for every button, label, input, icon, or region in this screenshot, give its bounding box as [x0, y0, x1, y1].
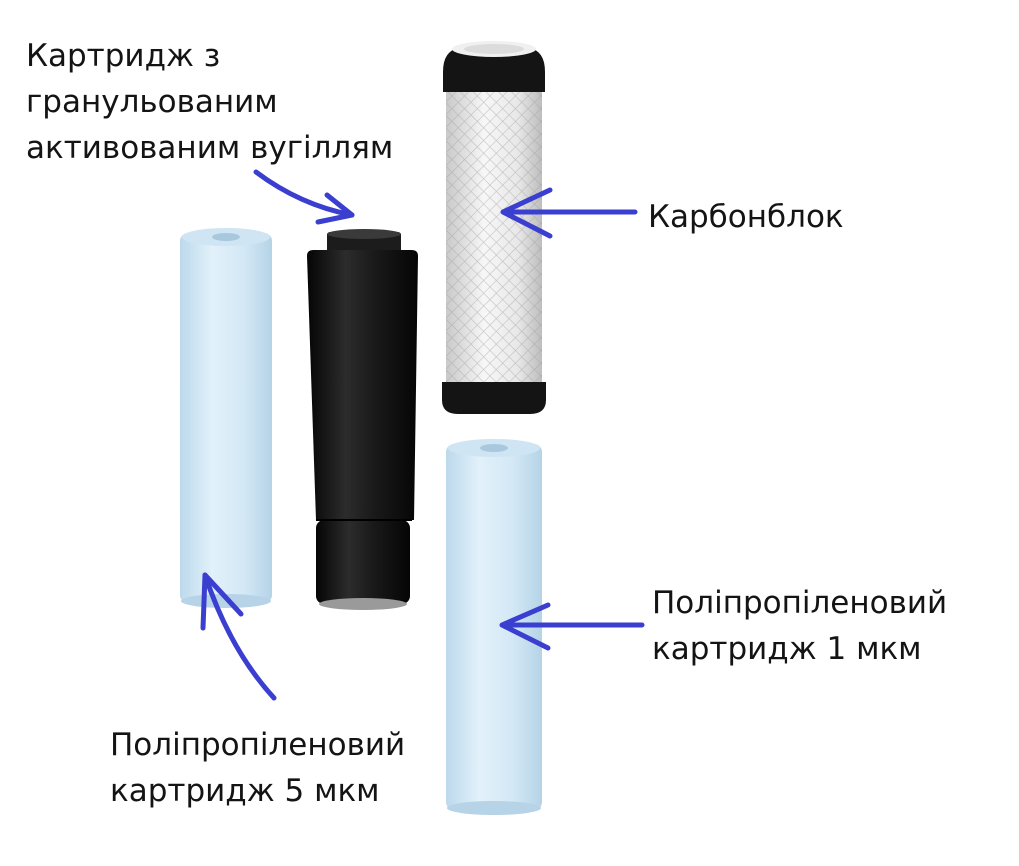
pp-1um-cartridge — [446, 439, 542, 815]
arrow-to-gac — [253, 169, 355, 225]
arrow-to-carbon-block — [500, 187, 638, 239]
label-pp-1um: Поліпропіленовий картридж 1 мкм — [652, 580, 947, 672]
pp-5um-cartridge — [180, 228, 272, 608]
label-pp-5um: Поліпропіленовий картридж 5 мкм — [110, 722, 405, 814]
arrow-to-pp-5um — [200, 572, 277, 701]
label-gac-line-3: активованим вугіллям — [26, 130, 394, 166]
label-pp-1um-line-2: картридж 1 мкм — [652, 631, 922, 667]
arrow-to-pp-1um — [499, 602, 645, 651]
label-pp-5um-line-1: Поліпропіленовий — [110, 727, 406, 763]
label-gac-cartridge: Картридж з гранульованим активованим вуг… — [26, 33, 393, 171]
label-pp-1um-line-1: Поліпропіленовий — [652, 585, 948, 621]
label-gac-line-1: Картридж з — [26, 38, 221, 74]
label-carbon-block: Карбонблок — [648, 194, 844, 240]
carbon-block-cartridge — [442, 41, 546, 414]
label-gac-line-2: гранульованим — [26, 84, 278, 120]
label-pp-5um-line-2: картридж 5 мкм — [110, 773, 380, 809]
gac-cartridge — [307, 229, 418, 610]
label-carbon-block-line-1: Карбонблок — [648, 199, 844, 235]
